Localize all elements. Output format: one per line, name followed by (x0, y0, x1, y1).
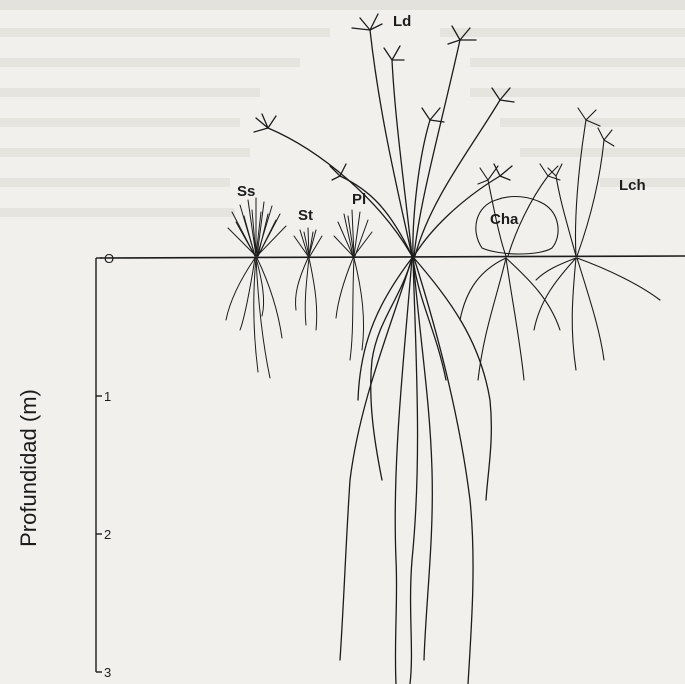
plant-ld (254, 14, 514, 684)
axis-ticks: O 1 2 3 (96, 251, 114, 680)
plant-lch (534, 108, 660, 370)
plant-pl-roots (336, 258, 364, 360)
plant-ld-roots (340, 258, 491, 684)
plant-cha-shoot (478, 164, 560, 256)
plant-st-shoot (294, 228, 322, 256)
plant-ss-roots (226, 258, 282, 378)
plant-pl (334, 210, 372, 360)
plant-st (294, 228, 322, 330)
axis-tick-label: O (104, 251, 114, 266)
plant-label-cha: Cha (490, 211, 519, 228)
plant-pl-shoot (334, 210, 372, 256)
background-text (0, 0, 685, 217)
plant-label-ss: Ss (237, 183, 255, 200)
depth-axis: O 1 2 3 Profundidad (m) (16, 251, 114, 680)
axis-tick-label: 3 (104, 665, 111, 680)
axis-tick-label: 2 (104, 527, 111, 542)
plant-ss-shoot (228, 198, 286, 256)
plant-st-roots (296, 258, 317, 330)
plant-label-pl: Pl (352, 191, 366, 208)
ground-line (100, 256, 685, 258)
plant-ss (226, 198, 286, 378)
plant-cha-roots (460, 258, 560, 380)
plant-label-ld: Ld (393, 13, 411, 30)
plant-label-lch: Lch (619, 177, 646, 194)
plant-label-st: St (298, 207, 313, 224)
plant-ld-shoot (254, 14, 514, 256)
axis-title: Profundidad (m) (16, 389, 41, 547)
axis-tick-label: 1 (104, 389, 111, 404)
